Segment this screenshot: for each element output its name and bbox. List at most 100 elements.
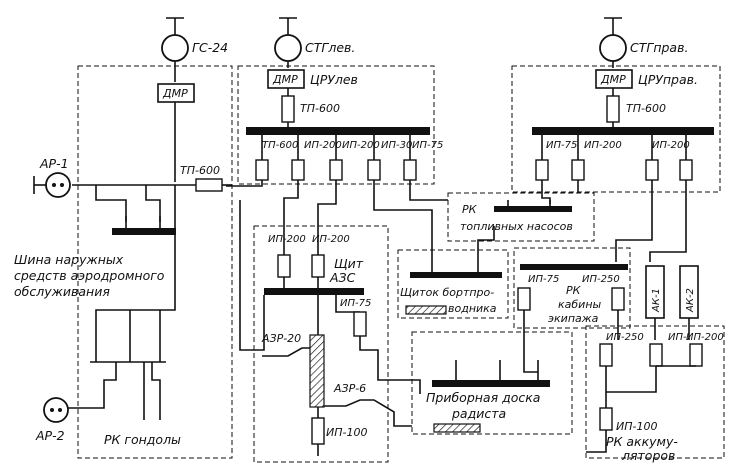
cru-right-label: ЦРУправ. (638, 72, 698, 87)
ground-service-bus (112, 228, 176, 235)
ground-bus-label-2: средств аэродромного (14, 268, 165, 283)
crew-label-1: РК (566, 284, 582, 297)
right-cru-bus (532, 127, 714, 135)
radio-panel-enclosure (411, 331, 573, 435)
rk-fuel-label-2: топливных насосов (460, 220, 573, 233)
battery-ip-label: ИП- (668, 332, 687, 343)
left-fuse-5 (403, 159, 417, 181)
azs-fuse-ip100 (311, 417, 325, 445)
battery-fuse-3 (689, 343, 703, 367)
ak1-label: АК-1 (651, 288, 662, 313)
left-ip200a-label: ИП-200 (304, 140, 342, 151)
tp600-right-fuse (606, 95, 620, 123)
rk-fuel-label-1: РК (462, 203, 478, 216)
right-fuse-4 (679, 159, 693, 181)
flight-engineer-hatch (405, 305, 447, 315)
radio-label-1: Приборная доска (426, 390, 540, 405)
battery-label-2: ляторов (621, 448, 675, 463)
crew-cabin-bus (520, 264, 628, 270)
ground-bus-label-3: обслуживания (14, 284, 110, 299)
tp600-left-fuse (281, 95, 295, 123)
crew-ip75-label: ИП-75 (528, 274, 559, 285)
azs-ip75-label: ИП-75 (340, 298, 371, 309)
azr20-label: АЗР-20 (261, 332, 301, 345)
right-ip200b-label: ИП-200 (652, 140, 690, 151)
battery-ip250-label: ИП-250 (606, 332, 644, 343)
ar2-connector: АР-2 (35, 397, 69, 443)
stg-right-label: СТГправ. (630, 40, 688, 55)
generator-stg-right: СТГправ. (599, 17, 688, 68)
radio-hatch (433, 423, 481, 433)
battery-fuse-1 (599, 343, 613, 367)
ar1-label: АР-1 (39, 156, 69, 171)
tp600-right-label: ТП-600 (626, 102, 666, 115)
dmr-right: ДМР ЦРУправ. (595, 69, 698, 89)
azs-fuse-3 (353, 311, 367, 337)
generator-stg-left: СТГлев. (274, 17, 355, 68)
radio-label-2: радиста (451, 406, 506, 421)
azs-label-2: АЗС (329, 270, 356, 285)
azs-ip200b-label: ИП-200 (312, 234, 350, 245)
battery-fuse-2 (649, 343, 663, 367)
crew-label-3: экипажа (548, 312, 599, 325)
left-fuse-3 (329, 159, 343, 181)
flight-engineer-enclosure (397, 249, 509, 319)
right-fuse-3 (645, 159, 659, 181)
ar2-label: АР-2 (35, 428, 65, 443)
crew-label-2: кабины (558, 298, 602, 311)
left-ip200b-label: ИП-200 (342, 140, 380, 151)
flight-engineer-label-1: Щиток бортпро- (400, 286, 494, 299)
battery-label-1: РК аккуму- (606, 434, 678, 449)
left-ip30-label: ИП-30 (381, 140, 412, 151)
azs-fuse-2 (311, 254, 325, 278)
left-tp600-branch-label: ТП-600 (262, 140, 298, 151)
crew-ip250-label: ИП-250 (582, 274, 620, 285)
fuel-pumps-bus (494, 206, 572, 212)
dmr-gondola: ДМР (157, 83, 195, 103)
left-fuse-4 (367, 159, 381, 181)
right-ip75-label: ИП-75 (546, 140, 577, 151)
azr6-label: АЗР-6 (333, 382, 366, 395)
tp600-left-label: ТП-600 (300, 102, 340, 115)
azs-ip200a-label: ИП-200 (268, 234, 306, 245)
right-cru-enclosure (511, 65, 721, 193)
ak2-label: АК-2 (685, 288, 696, 313)
stg-left-label: СТГлев. (305, 40, 355, 55)
gs24-label: ГС-24 (192, 40, 228, 55)
right-fuse-2 (571, 159, 585, 181)
right-ip200a-label: ИП-200 (584, 140, 622, 151)
battery-ip100-label: ИП-100 (616, 420, 657, 433)
rk-gondola-label: РК гондолы (104, 432, 181, 447)
dmr-gondola-label: ДМР (162, 87, 188, 100)
azs-label-1: Щит (334, 256, 364, 271)
fuel-pumps-enclosure (447, 192, 595, 242)
radio-panel-bus (432, 380, 550, 387)
azs-ip100-label: ИП-100 (326, 426, 367, 439)
crew-fuse-2 (611, 287, 625, 311)
gondola-enclosure (77, 65, 233, 459)
tp600-gondola-label: ТП-600 (180, 164, 220, 177)
ground-bus-label-1: Шина наружных (14, 252, 124, 267)
azs-fuse-1 (277, 254, 291, 278)
left-fuse-1 (255, 159, 269, 181)
tp600-gondola-fuse (195, 178, 223, 192)
dmr-left: ДМР ЦРУлев (267, 69, 358, 89)
left-fuse-2 (291, 159, 305, 181)
cru-left-label: ЦРУлев (310, 72, 358, 87)
crew-fuse-1 (517, 287, 531, 311)
dmr-right-label: ДМР (600, 73, 626, 86)
right-fuse-1 (535, 159, 549, 181)
battery-fuse-ip100 (599, 407, 613, 431)
azs-bus (264, 288, 364, 295)
left-cru-bus (246, 127, 430, 135)
generator-gs24: ГС-24 (161, 17, 228, 82)
left-ip75-label: ИП-75 (412, 140, 443, 151)
azs-hatched-bar (309, 334, 325, 408)
ar1-connector: АР-1 (33, 156, 71, 198)
battery-ip-200-label: ИП-200 (686, 332, 724, 343)
crew-cabin-enclosure (513, 247, 631, 329)
flight-engineer-bus (410, 272, 502, 278)
flight-engineer-label-2: водника (448, 302, 497, 315)
azs-shield-enclosure (253, 225, 389, 463)
